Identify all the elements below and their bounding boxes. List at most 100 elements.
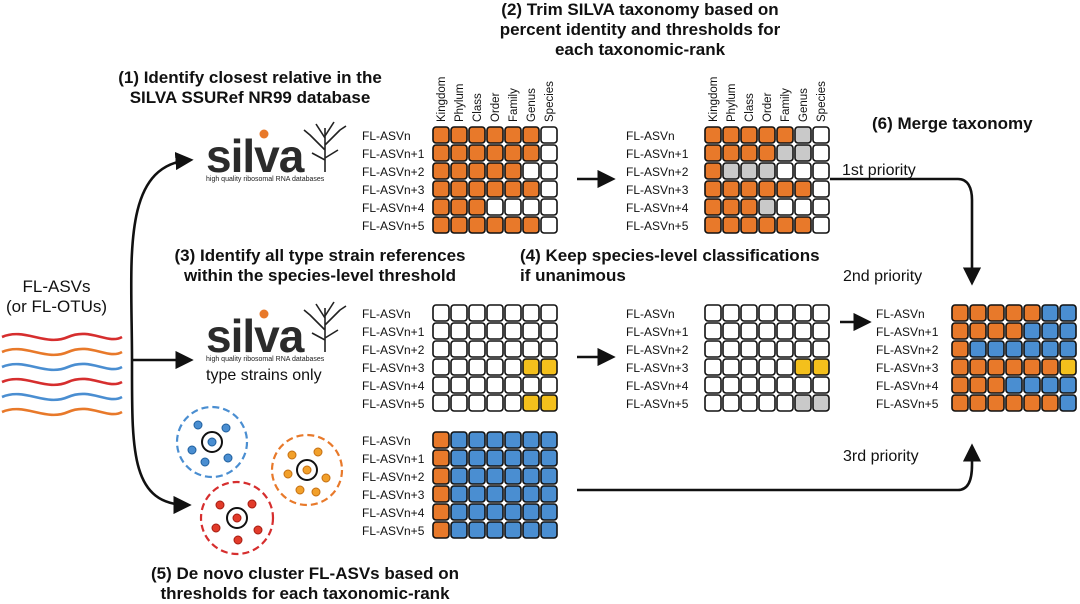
grid-cell <box>468 322 486 340</box>
grid-cell <box>540 485 558 503</box>
grid-cell <box>794 144 812 162</box>
column-label-kingdom: Kingdom <box>436 77 448 122</box>
grid-cell <box>776 180 794 198</box>
grid-cell <box>722 198 740 216</box>
grid-cell <box>486 394 504 412</box>
grid-cell <box>704 394 722 412</box>
grid-cell <box>740 126 758 144</box>
grid-cell <box>1005 340 1023 358</box>
grid-cell <box>486 485 504 503</box>
grid-cell <box>468 503 486 521</box>
grid-cell <box>468 126 486 144</box>
grid-cell <box>450 216 468 234</box>
grid-cell <box>450 304 468 322</box>
grid-cell <box>812 394 830 412</box>
row-label: FL-ASVn+4 <box>362 379 425 393</box>
grid-cell <box>722 358 740 376</box>
row-label: FL-ASVn+4 <box>362 506 425 520</box>
grid-cell <box>522 449 540 467</box>
column-label-family: Family <box>780 88 792 122</box>
grid-cell <box>504 485 522 503</box>
grid-cell <box>450 503 468 521</box>
cluster-blue-boundary <box>175 405 249 479</box>
cluster-illustration <box>175 405 344 556</box>
grid-cell <box>486 322 504 340</box>
grid-cell <box>1041 322 1059 340</box>
grid-cell <box>776 358 794 376</box>
grid-cell <box>450 394 468 412</box>
grid-cell <box>1005 322 1023 340</box>
grid-cell <box>450 431 468 449</box>
row-label: FL-ASVn+3 <box>362 488 425 502</box>
grid-cell <box>951 322 969 340</box>
grid-cell <box>486 521 504 539</box>
grid-cell <box>522 521 540 539</box>
grid-cell <box>486 126 504 144</box>
grid-cell <box>1059 376 1077 394</box>
grid-cell <box>504 521 522 539</box>
arrow-to-silva <box>129 151 194 361</box>
grid-cell <box>794 304 812 322</box>
grid-cell <box>1023 376 1041 394</box>
row-label: FL-ASVn+3 <box>626 361 689 375</box>
grid-cell <box>812 376 830 394</box>
grid-cell <box>776 322 794 340</box>
grid-cell <box>722 162 740 180</box>
grid-cell <box>987 358 1005 376</box>
grid-cell <box>740 340 758 358</box>
silva-logo-tagline: high quality ribosomal RNA databases <box>206 176 325 183</box>
row-label: FL-ASVn+2 <box>626 343 689 357</box>
tree-icon <box>303 121 347 172</box>
row-label: FL-ASVn+2 <box>362 470 425 484</box>
grid-cell <box>486 376 504 394</box>
column-label-genus: Genus <box>526 88 538 122</box>
cluster-centroid <box>296 459 318 481</box>
grid-cell <box>987 376 1005 394</box>
grid-cell <box>450 521 468 539</box>
grid-cell <box>812 144 830 162</box>
row-label: FL-ASVn+4 <box>626 201 689 215</box>
grid-cell <box>432 431 450 449</box>
grid-cell <box>758 180 776 198</box>
grid-cell <box>812 126 830 144</box>
grid-cell <box>758 162 776 180</box>
column-label-phylum: Phylum <box>726 84 738 122</box>
grid-cell <box>504 358 522 376</box>
grid-cell <box>1059 304 1077 322</box>
grid-cell <box>704 216 722 234</box>
grid-cell <box>540 431 558 449</box>
cluster-orange-boundary <box>270 433 344 507</box>
column-label-species: Species <box>816 81 828 122</box>
grid-cell <box>704 198 722 216</box>
grid-cell <box>740 322 758 340</box>
grid-cell <box>522 126 540 144</box>
branch-arrows <box>129 151 982 515</box>
cluster-centroid <box>226 507 248 529</box>
silva-logo-type: silva high quality ribosomal RNA databas… <box>206 301 347 384</box>
grid-cell <box>504 449 522 467</box>
grid-cell <box>540 198 558 216</box>
row-label: FL-ASVn+1 <box>362 452 425 466</box>
grid-cell <box>740 198 758 216</box>
grid-cell <box>969 376 987 394</box>
grid-cell <box>522 376 540 394</box>
grid-cell <box>432 503 450 521</box>
row-label: FL-ASVn+1 <box>626 325 689 339</box>
tree-icon <box>303 301 347 352</box>
grid-cell <box>540 216 558 234</box>
grid-cell <box>776 304 794 322</box>
grid-cell <box>540 322 558 340</box>
grid-cell <box>776 144 794 162</box>
grid-cell <box>969 358 987 376</box>
grid-cell <box>450 198 468 216</box>
priority-1-label: 1st priority <box>842 162 916 179</box>
grid-cell <box>486 340 504 358</box>
row-label: FL-ASVn+1 <box>362 325 425 339</box>
grid-cell <box>468 162 486 180</box>
grid-cell <box>540 304 558 322</box>
grid-cell <box>522 358 540 376</box>
row-label: FL-ASVn+2 <box>362 343 425 357</box>
input-label: FL-ASVs (or FL-OTUs) <box>6 277 108 316</box>
row-label: FL-ASVn <box>626 307 675 321</box>
